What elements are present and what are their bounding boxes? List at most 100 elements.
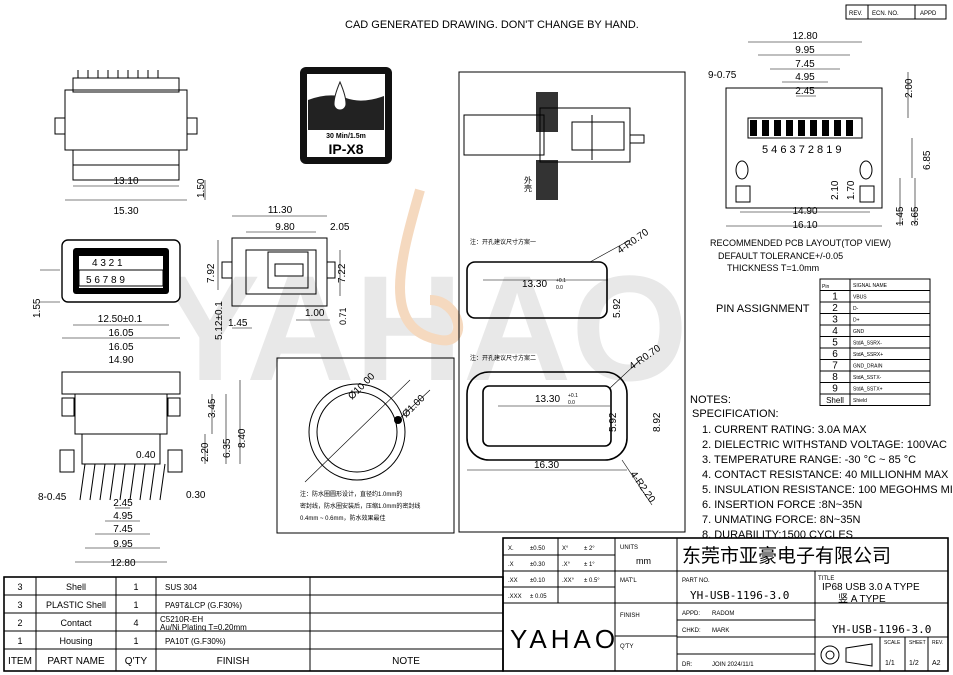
tol-top-1: +0.1 <box>556 278 566 284</box>
note-item: 1. CURRENT RATING: 3.0A MAX <box>702 424 867 436</box>
note-item: 8. DURABILITY:1500 CYCLES <box>702 529 853 541</box>
port-pins-top: 4 3 2 1 <box>92 258 123 269</box>
chkd-label: CHKD: <box>682 628 701 634</box>
drawing-number: YH-USB-1196-3.0 <box>832 623 931 636</box>
bom-cell: 3 <box>17 600 22 610</box>
bom-cell: 2 <box>17 618 22 628</box>
pin-number: 4 <box>832 326 838 337</box>
title-line-1: IP68 USB 3.0 A TYPE <box>822 582 920 593</box>
dim-7-45: 7.45 <box>113 524 133 535</box>
ip-rating: IP-X8 <box>328 141 363 157</box>
panel-cross-section <box>463 92 645 200</box>
dim-cutout2-outer-radius: 4-R2.20 <box>628 469 658 505</box>
dim-cutout2-width: 13.30 <box>535 394 560 405</box>
dim-3-45: 3.45 <box>207 398 218 418</box>
bom-cell: Contact <box>60 618 92 628</box>
pin-signal: GND_DRAIN <box>853 364 883 370</box>
projection-symbol <box>820 643 873 667</box>
dim-13-10: 13.10 <box>113 176 138 187</box>
pcb-thickness: THICKNESS T=1.0mm <box>727 263 819 273</box>
tolerance-cell: .X° <box>562 562 571 568</box>
part-no-label: PART NO. <box>682 578 710 584</box>
seal-panel <box>276 357 455 534</box>
pcb-dim-14-90: 14.90 <box>792 206 817 217</box>
pcb-dim-9-0-75: 9-0.75 <box>708 70 737 81</box>
water-drop-icon <box>333 80 347 111</box>
tolerance-cell: ± 0.05 <box>530 594 547 600</box>
dim-9-80: 9.80 <box>275 222 295 233</box>
connector-profile-view <box>221 237 336 307</box>
dim-0-40: 0.40 <box>136 450 156 461</box>
pcb-dim-12-80: 12.80 <box>792 31 817 42</box>
dim-2-45: 2.45 <box>113 498 133 509</box>
dim-12-80: 12.80 <box>110 558 135 569</box>
pcb-dim-1-45: 1.45 <box>895 206 906 226</box>
pin-signal: D+ <box>853 318 860 324</box>
tolerance-cell: ±0.30 <box>530 562 546 568</box>
dim-0-30: 0.30 <box>186 490 206 501</box>
dim-1-50: 1.50 <box>196 178 207 198</box>
tolerance-cell: .X <box>508 562 514 568</box>
pin-signal: StdA_SSRX- <box>853 341 882 347</box>
pin-assignment-label: PIN ASSIGNMENT <box>716 303 810 315</box>
title-line-2: 竖 A TYPE <box>838 593 886 605</box>
note-item: 5. INSULATION RESISTANCE: 100 MEGOHMS MI… <box>702 484 953 496</box>
dim-cutout1-width: 13.30 <box>522 279 547 290</box>
watermark-swoosh <box>395 188 463 346</box>
pin-number: 1 <box>832 292 838 303</box>
pin-signal: D- <box>853 306 859 312</box>
sheet-label: SHEET <box>909 640 926 646</box>
dim-8-40: 8.40 <box>237 428 248 448</box>
tolerance-cell: X° <box>562 546 569 552</box>
title-label: TITLE <box>818 576 834 582</box>
pcb-title: RECOMMENDED PCB LAYOUT(TOP VIEW) <box>710 238 891 248</box>
tolerance-cell: .XX <box>508 578 518 584</box>
bom-cell: 4 <box>133 618 138 628</box>
rev-label-tb: REV. <box>932 640 943 646</box>
appd-value: RADOM <box>712 611 734 617</box>
pin-table-cell <box>849 393 931 406</box>
pcb-dim-1-70: 1.70 <box>846 180 857 200</box>
matl-label: MAT'L <box>620 578 637 584</box>
note-item: 4. CONTACT RESISTANCE: 40 MILLIONHM MAX <box>702 469 949 481</box>
dim-0-71: 0.71 <box>338 307 348 325</box>
pin-number: 3 <box>832 315 838 326</box>
part-no: YH-USB-1196-3.0 <box>690 589 789 602</box>
seal-note-2: 密封线，防水圈安装后，压缩1.0mm的密封线 <box>300 502 420 510</box>
bom-cell: Shell <box>66 582 86 592</box>
bom-cell: C5210R-EH <box>160 615 203 624</box>
pin-signal: StdA_SSRX+ <box>853 352 883 358</box>
notes-title: NOTES: <box>690 394 731 406</box>
dim-4-95: 4.95 <box>113 511 133 522</box>
scale-label: SCALE <box>884 640 901 646</box>
pcb-dim-7-45: 7.45 <box>795 59 815 70</box>
ip-badge: 30 Min/1.5m IP-X8 <box>300 67 392 164</box>
pin-signal: SIGNAL NAME <box>853 283 888 289</box>
connector-side-view <box>59 371 183 501</box>
qty-label: Q'TY <box>620 644 633 650</box>
cutout2-title: 注：开孔建议尺寸方案二 <box>470 354 536 362</box>
pcb-dim-4-95: 4.95 <box>795 72 815 83</box>
bom-cell: PLASTIC Shell <box>46 600 106 610</box>
company-name: 东莞市亚豪电子有限公司 <box>682 545 891 567</box>
seal-note-3: 0.4mm ~ 0.6mm，防水效果最佳 <box>300 514 386 522</box>
seal-ring <box>304 379 431 483</box>
pcb-pin-numbers: 5 4 6 3 7 2 8 1 9 <box>762 144 842 156</box>
dim-11-30: 11.30 <box>268 205 293 216</box>
pin-number: Pin <box>822 284 829 290</box>
pin-signal: StdA_SSTX+ <box>853 387 883 393</box>
dim-cutout2-outer-width: 16.30 <box>534 460 559 471</box>
company-logo: YAHAO <box>510 624 619 654</box>
pcb-dim-6-85: 6.85 <box>922 150 933 170</box>
revision-box: REV. ECN. NO. APPD <box>845 4 947 20</box>
appd-label: APPD <box>920 11 937 17</box>
pin-number: 6 <box>832 349 838 360</box>
bom-cell: Au/Ni Plating T=0.20mm <box>160 623 247 632</box>
pcb-dim-2-10: 2.10 <box>830 180 841 200</box>
dim-1-45: 1.45 <box>228 318 248 329</box>
dim-1-55: 1.55 <box>32 298 43 318</box>
dim-8-0-45: 8-0.45 <box>38 492 67 503</box>
